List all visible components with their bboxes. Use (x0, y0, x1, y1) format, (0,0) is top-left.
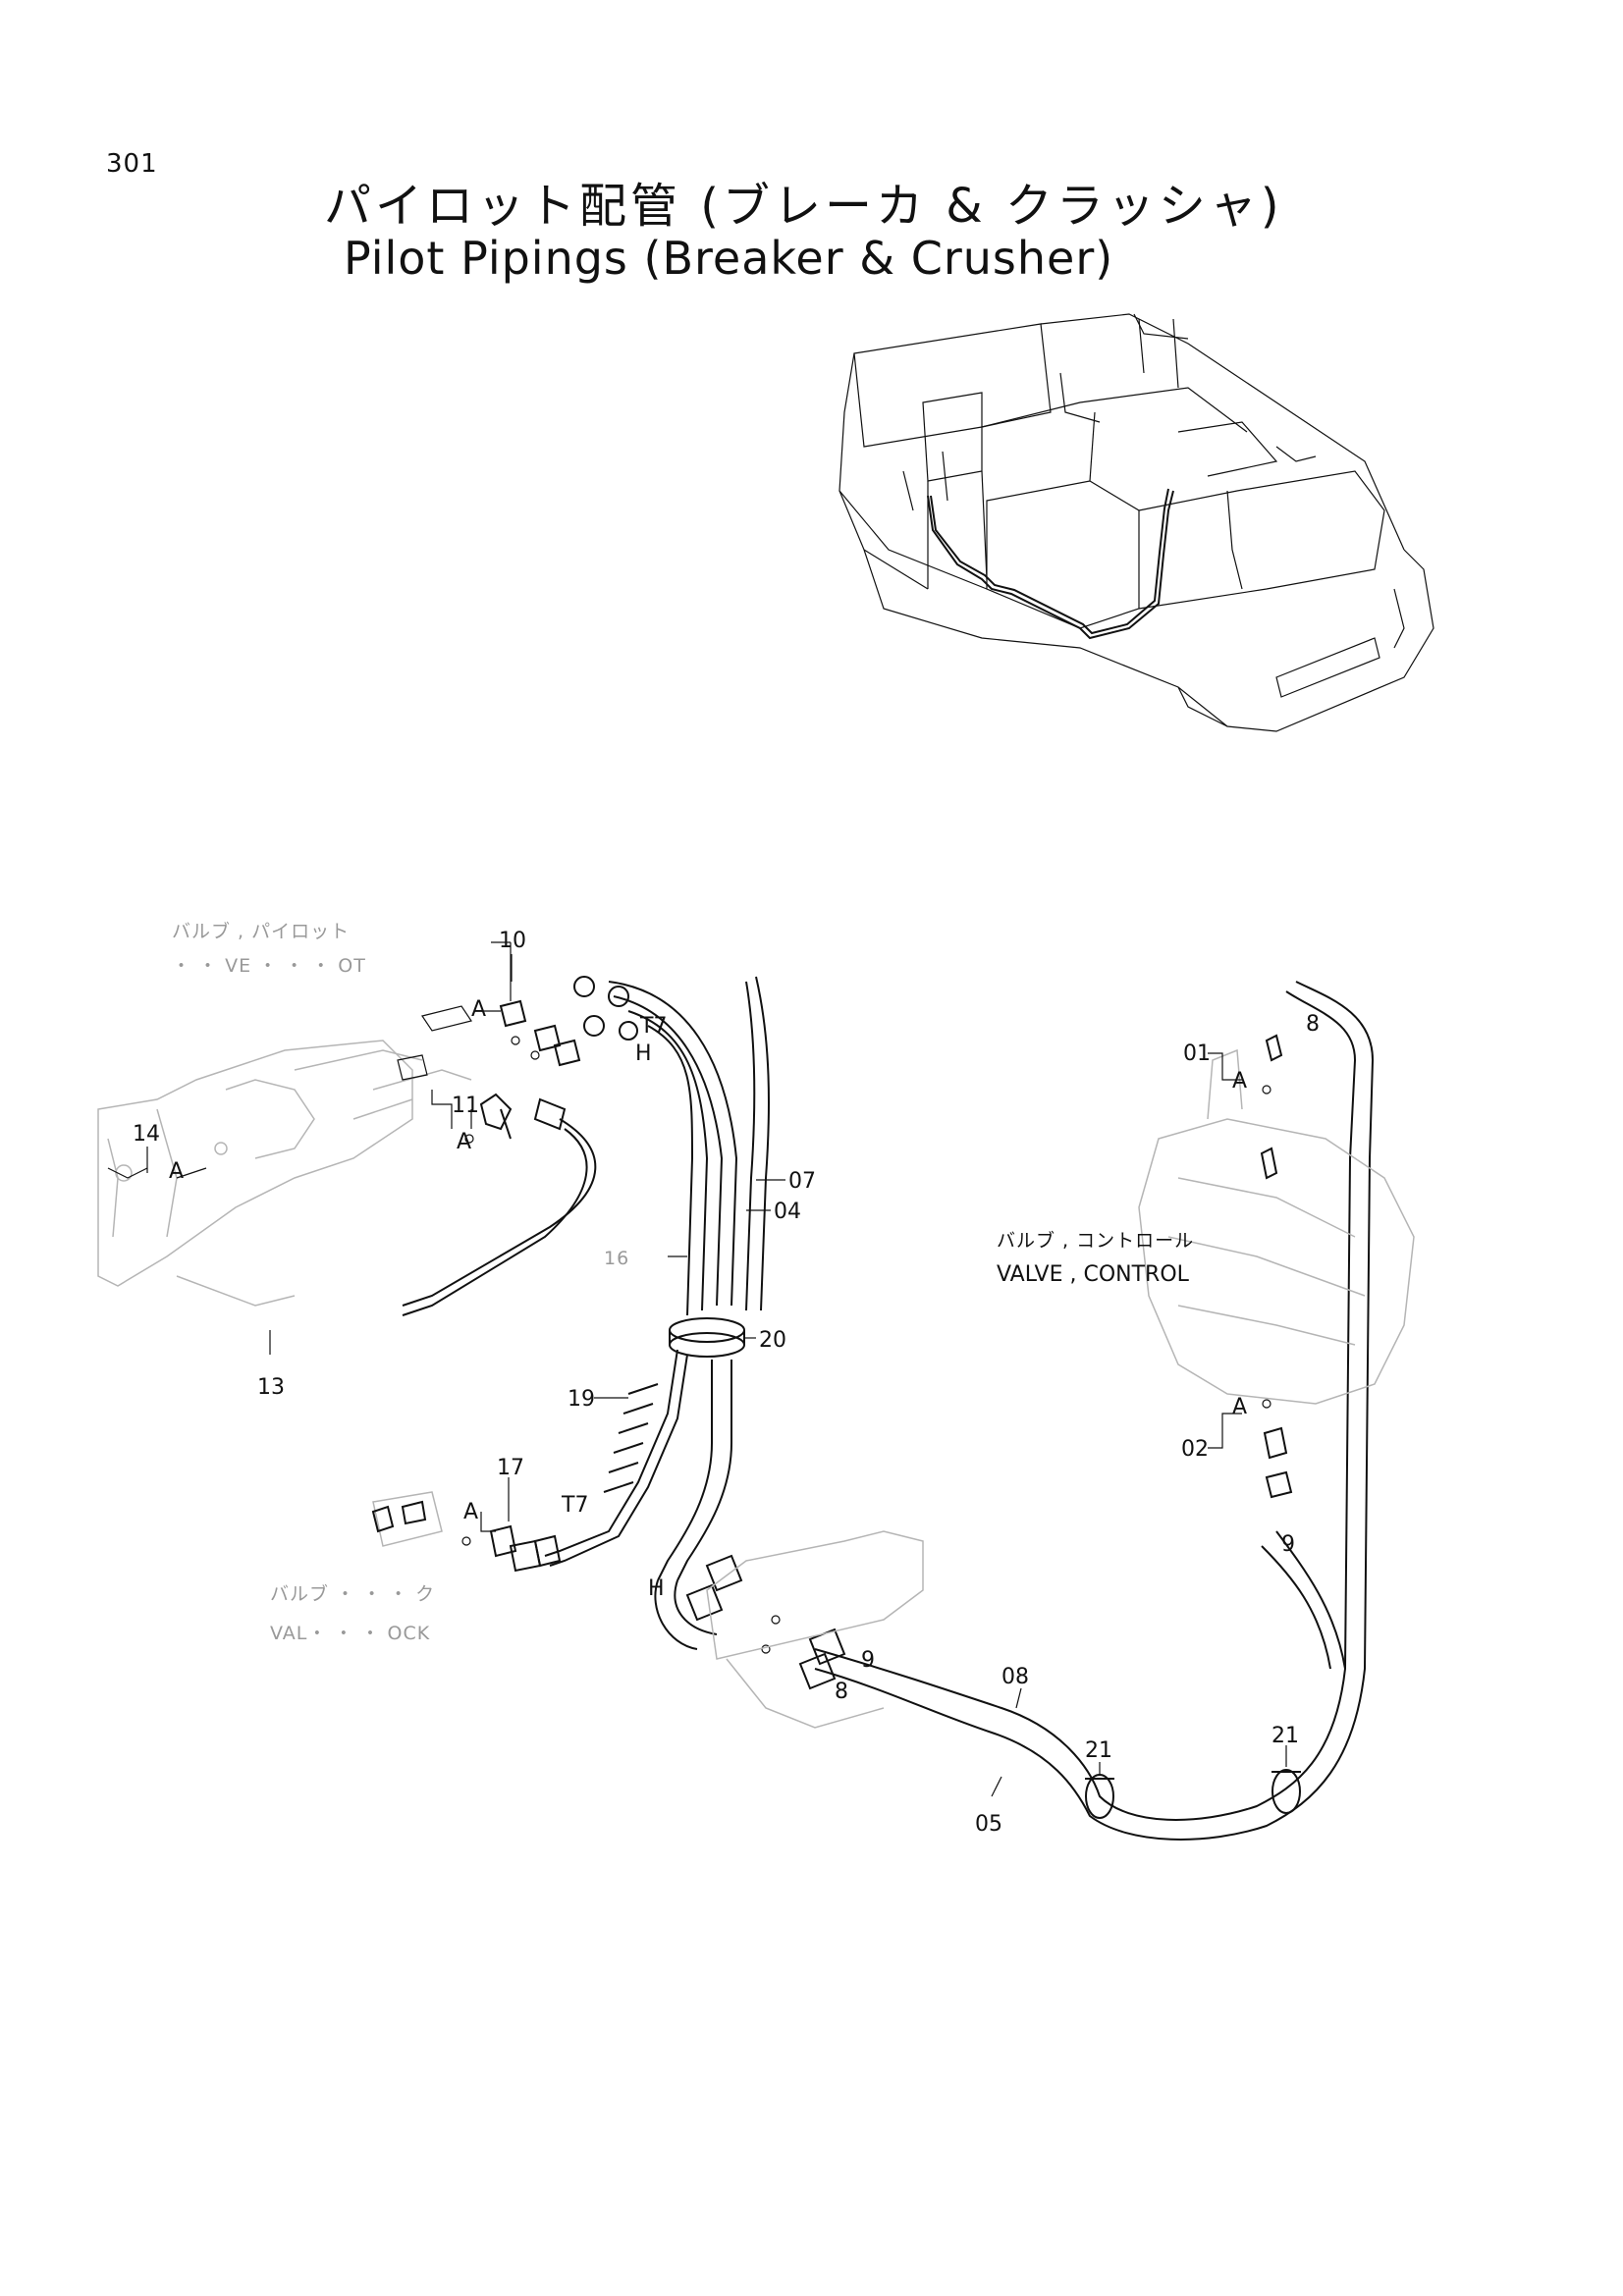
lock-valve-assembly (371, 1491, 517, 1558)
page-number: 301 (106, 149, 158, 179)
port-label-h-lower: H (648, 1576, 665, 1601)
control-valve-assembly (1138, 1034, 1415, 1499)
pilot-valve-assembly (97, 1005, 472, 1307)
valve-pilot-label: バルブ , パイロット ・ ・ VE ・ ・ ・ OT (172, 920, 366, 977)
callout-14: 14 (133, 1122, 160, 1147)
callout-10: 10 (499, 929, 526, 953)
fitting-11-and-hose-13 (402, 1093, 597, 1316)
valve-pilot-label-en: ・ ・ VE ・ ・ ・ OT (172, 955, 366, 977)
callout-02: 02 (1181, 1437, 1209, 1462)
callout-a-14: A (169, 1159, 184, 1184)
valve-lock-label-en: VAL・ ・ ・ OCK (270, 1623, 430, 1644)
callout-11: 11 (452, 1094, 479, 1118)
callout-a-17: A (463, 1500, 478, 1524)
callout-a-01: A (1232, 1069, 1247, 1094)
callout-16: 16 (604, 1248, 629, 1269)
valve-control-label: バルブ , コントロール VALVE , CONTROL (997, 1229, 1194, 1287)
machine-overview-illustration (839, 313, 1434, 732)
callout-17: 17 (497, 1456, 524, 1480)
port-label-9-lower: 9 (861, 1648, 875, 1673)
clamp-20-hose-19 (509, 1317, 745, 1573)
callout-20: 20 (759, 1328, 786, 1353)
pipes-08-05 (654, 981, 1375, 1841)
page-title-english: Pilot Pipings (Breaker & Crusher) (344, 232, 1114, 285)
callout-a-02: A (1232, 1395, 1247, 1419)
port-labels: T7 H T7 H 8 9 9 8 (561, 1012, 1320, 1704)
top-fittings (491, 941, 638, 1067)
callout-21-left: 21 (1085, 1738, 1112, 1763)
part-callouts: 10 14 11 13 07 04 16 20 19 17 01 02 08 2… (133, 929, 1299, 1837)
valve-lock-label: バルブ ・ ・ ・ ク VAL・ ・ ・ OCK (270, 1582, 435, 1644)
callout-07: 07 (788, 1169, 816, 1194)
callout-a-10: A (471, 997, 486, 1022)
port-label-8-lower: 8 (835, 1680, 848, 1704)
callout-04: 04 (774, 1200, 801, 1224)
port-label-t7-top: T7 (639, 1014, 667, 1039)
valve-control-label-ja: バルブ , コントロール (997, 1229, 1194, 1252)
port-label-9-right: 9 (1281, 1532, 1295, 1557)
callout-19: 19 (568, 1387, 595, 1412)
port-label-8-top: 8 (1306, 1012, 1320, 1037)
callout-a-11: A (457, 1130, 471, 1154)
callout-01: 01 (1183, 1041, 1211, 1066)
valve-lock-label-ja: バルブ ・ ・ ・ ク (270, 1582, 435, 1605)
lower-fittings (685, 1530, 924, 1729)
port-label-h-top: H (635, 1041, 652, 1066)
port-label-t7-lower: T7 (561, 1493, 588, 1518)
callout-21-right: 21 (1271, 1724, 1299, 1748)
callout-leaders (146, 954, 1287, 1797)
valve-pilot-label-ja: バルブ , パイロット (172, 920, 350, 942)
pipe-bundle-07-04 (608, 976, 770, 1316)
callout-13: 13 (257, 1375, 285, 1400)
page-title-japanese: パイロット配管 (ブレーカ & クラッシャ) (324, 179, 1283, 234)
clamps-21 (1085, 1769, 1301, 1819)
callout-08: 08 (1001, 1665, 1029, 1689)
valve-control-label-en: VALVE , CONTROL (997, 1262, 1190, 1287)
callout-05: 05 (975, 1812, 1002, 1837)
